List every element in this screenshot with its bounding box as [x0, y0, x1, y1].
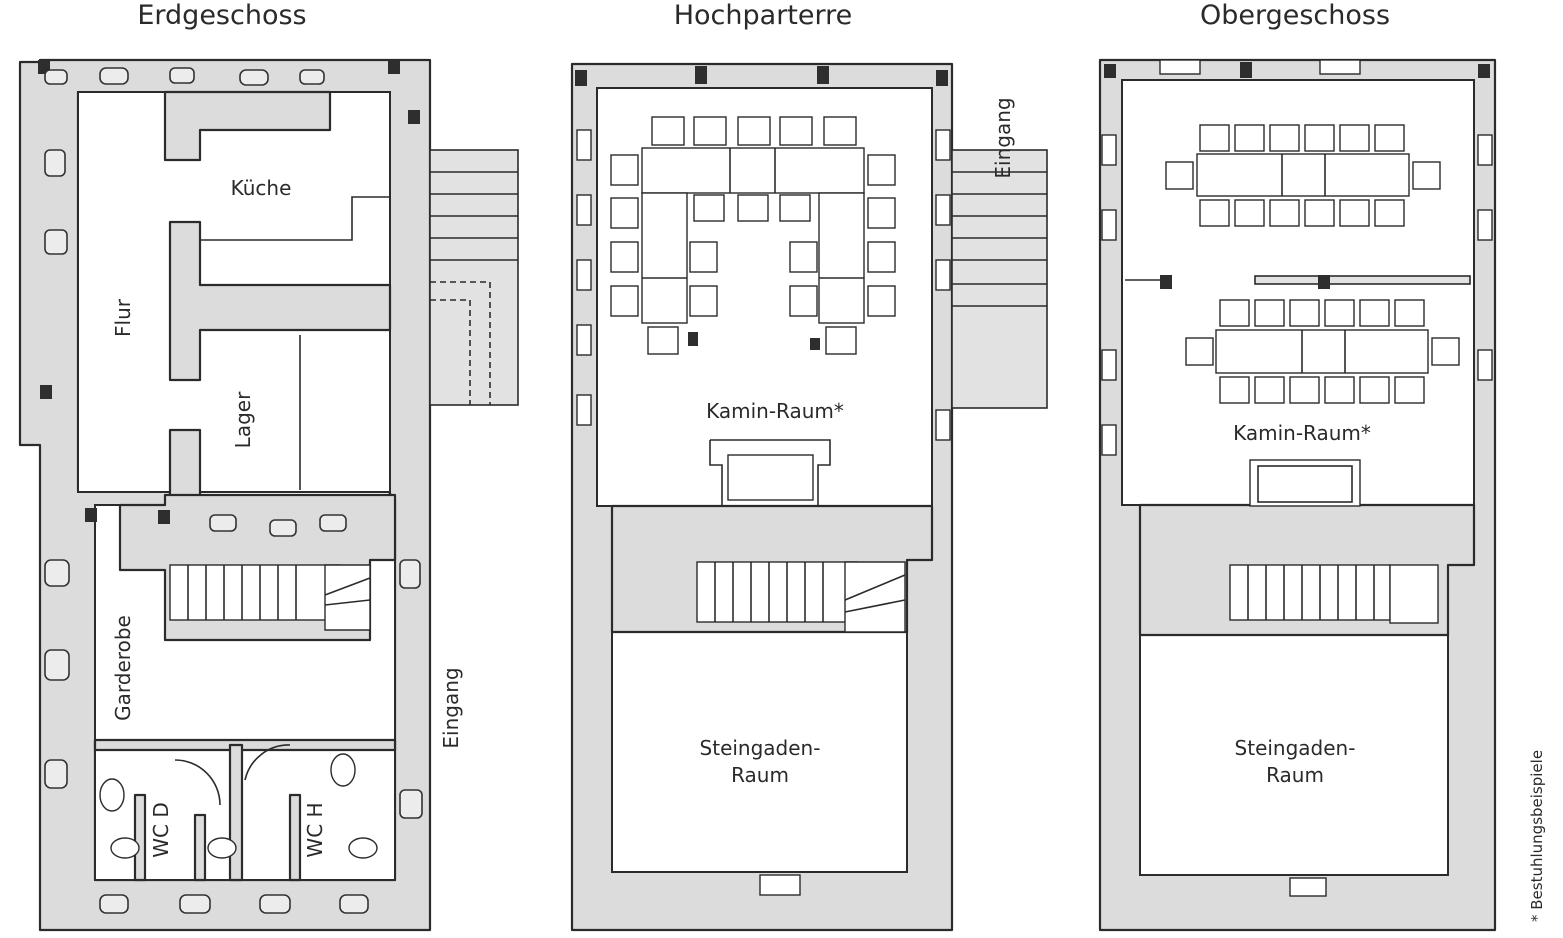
erdgeschoss-eingang-label: Eingang	[439, 667, 463, 748]
hochparterre-steingaden-label-line2: Raum	[731, 763, 789, 787]
erdgeschoss-stair	[169, 564, 371, 631]
wc-d-door-arc	[174, 759, 221, 806]
hochparterre-stair	[696, 561, 906, 633]
obergeschoss-title: Obergeschoss	[1200, 0, 1390, 31]
hochparterre-title: Hochparterre	[674, 0, 853, 31]
flur-label: Flur	[111, 298, 135, 337]
hochparterre-eingang-label: Eingang	[991, 97, 1015, 178]
lager-left-wall	[168, 428, 202, 502]
kueche-wall	[163, 90, 332, 162]
hochparterre-seating	[610, 116, 896, 355]
wc-d-toilet	[99, 778, 125, 812]
wc-d-label: WC D	[149, 802, 173, 858]
obergeschoss-kamin-raum-label: Kamin-Raum*	[1233, 421, 1371, 445]
hochparterre-plan: Hochparterre	[570, 0, 1048, 932]
wc-middle-sink	[207, 837, 237, 859]
bestuhlung-footnote: * Bestuhlungsbeispiele	[1528, 750, 1546, 922]
obergeschoss-steingaden-label-line2: Raum	[1266, 763, 1324, 787]
lager-wall	[168, 220, 392, 382]
wc-h-label: WC H	[303, 802, 327, 857]
erdgeschoss-title: Erdgeschoss	[137, 0, 306, 31]
obergeschoss-partition-right	[1254, 275, 1471, 285]
hochparterre-fireplace	[709, 439, 831, 506]
lager-label: Lager	[231, 391, 255, 448]
obergeschoss-seating-lower	[1185, 299, 1460, 404]
kueche-label: Küche	[231, 176, 292, 200]
erdgeschoss-outside-stair	[429, 149, 519, 406]
hochparterre-lower-floor	[611, 631, 908, 873]
wc-block	[93, 738, 397, 882]
kueche-counter	[200, 196, 390, 241]
obergeschoss-steingaden-label-line1: Steingaden-	[1235, 736, 1356, 760]
obergeschoss-lower-floor	[1139, 634, 1449, 876]
obergeschoss-fireplace	[1249, 459, 1361, 507]
garderobe-label: Garderobe	[111, 615, 135, 721]
hochparterre-kamin-raum-label: Kamin-Raum*	[706, 399, 844, 423]
hochparterre-outside-stair	[951, 149, 1048, 409]
obergeschoss-plan: Obergeschoss	[1098, 0, 1497, 932]
wc-h-door-arc	[244, 744, 291, 781]
obergeschoss-stair	[1229, 564, 1439, 624]
erdgeschoss-plan: Erdgeschoss	[18, 0, 519, 932]
wc-h-toilet	[330, 753, 356, 787]
hochparterre-steingaden-label-line1: Steingaden-	[700, 736, 821, 760]
wc-d-sink	[110, 837, 140, 859]
obergeschoss-seating-upper	[1165, 124, 1441, 227]
wc-h-sink	[348, 837, 378, 859]
